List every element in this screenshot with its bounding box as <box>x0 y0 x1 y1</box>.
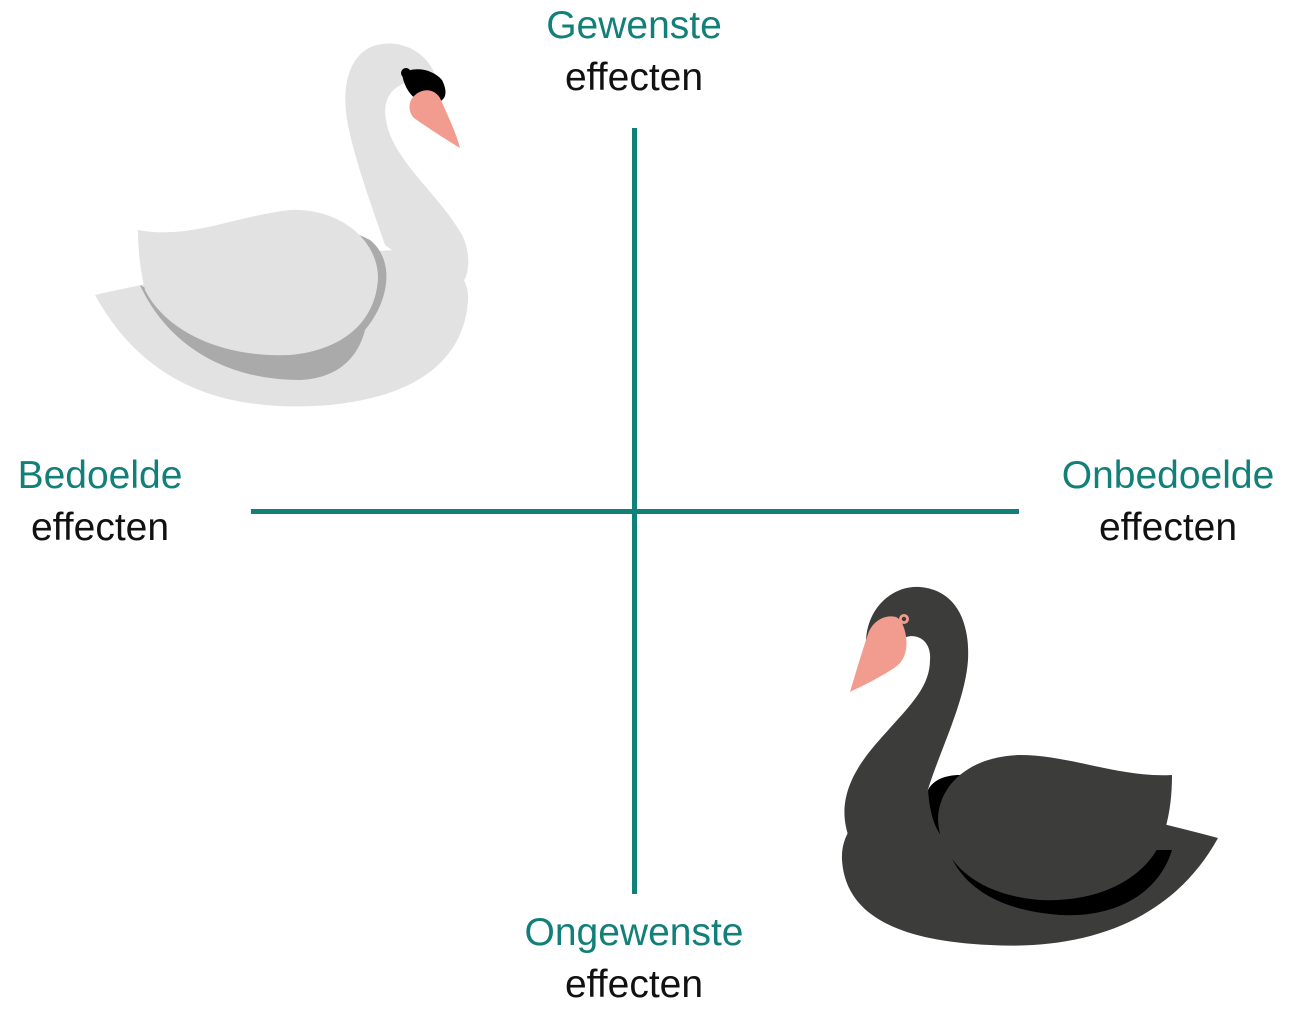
black-swan-beak <box>850 616 907 692</box>
horizontal-axis <box>251 509 1019 514</box>
black-swan-wing <box>938 755 1172 901</box>
axis-label-right: Onbedoelde effecten <box>1040 450 1296 554</box>
axis-label-left: Bedoelde effecten <box>0 450 200 554</box>
white-swan-beak <box>409 90 460 148</box>
black-swan-pupil <box>901 616 907 622</box>
axis-label-top-plain: effecten <box>564 56 704 99</box>
axis-label-left-plain: effecten <box>30 506 170 549</box>
axis-label-top-accent: Gewenste <box>546 4 722 47</box>
black-swan-neck <box>844 586 969 840</box>
axis-label-right-accent: Onbedoelde <box>1061 454 1275 497</box>
axis-label-left-accent: Bedoelde <box>17 454 183 497</box>
axis-label-bottom-accent: Ongewenste <box>524 911 744 954</box>
white-swan-neck <box>345 43 469 289</box>
axis-label-right-plain: effecten <box>1098 506 1238 549</box>
axis-label-top: Gewenste effecten <box>434 0 834 104</box>
white-swan-knob <box>401 68 411 78</box>
white-swan-icon <box>95 43 469 407</box>
black-swan-icon <box>841 586 1218 946</box>
white-swan-wing <box>138 209 378 356</box>
axis-label-bottom-plain: effecten <box>564 963 704 1006</box>
axis-label-bottom: Ongewenste effecten <box>434 907 834 1011</box>
